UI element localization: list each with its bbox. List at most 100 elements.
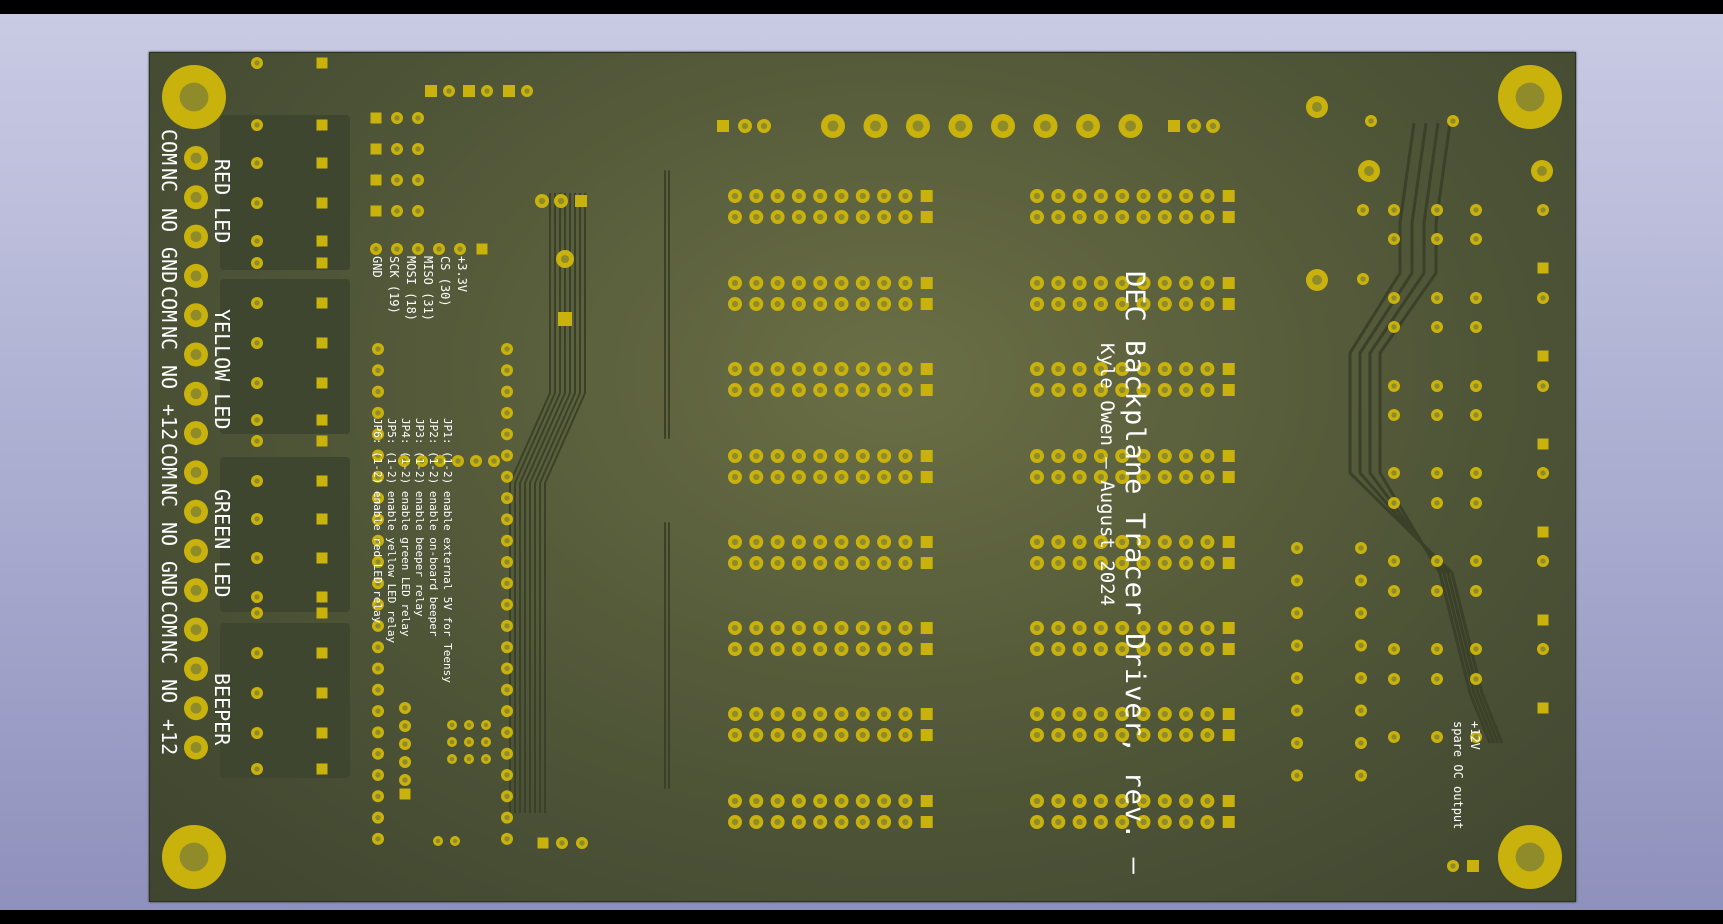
header-large-pad-hole [1125, 120, 1136, 132]
teensy-pin-label: SCK (19) [387, 256, 401, 314]
backplane-pad-hole [880, 300, 888, 308]
backplane-pad-hole [1182, 473, 1190, 481]
header-pad-square [370, 143, 382, 155]
terminal-pin-label: COM [157, 129, 181, 166]
backplane-pad-hole [1204, 386, 1211, 394]
backplane-pad-hole [1097, 559, 1105, 567]
backplane-pad-hole [1204, 279, 1211, 287]
teensy-pin-label: GND [370, 256, 384, 278]
teensy-pin-hole [504, 793, 510, 799]
terminal-pin-label: COM [157, 286, 181, 323]
relay-pad-hole [254, 238, 260, 244]
backplane-pad-hole [1119, 645, 1126, 653]
backplane-pad-square [1222, 450, 1235, 462]
relay-pad-square [316, 414, 328, 426]
backplane-pad-hole [1033, 365, 1041, 373]
teensy-pin-hole [504, 814, 510, 821]
3d-viewer-viewport[interactable]: DEC Backplane Tracer Driver, rev. – Kyle… [0, 14, 1723, 910]
backplane-pad-square [920, 795, 933, 807]
pad-hole [559, 840, 565, 846]
jumper-pad-hole [483, 739, 489, 745]
backplane-pad-hole [731, 731, 739, 739]
backplane-pad-hole [1182, 645, 1190, 653]
backplane-pad-hole [817, 710, 824, 718]
pad-hole [557, 197, 565, 205]
driver-trace [1378, 122, 1492, 744]
backplane-pad-hole [838, 645, 845, 653]
backplane-pad-hole [1033, 624, 1041, 632]
teensy-pin-hole [504, 346, 510, 352]
backplane-pad-hole [1055, 386, 1062, 394]
backplane-pad-hole [1097, 645, 1105, 653]
driver-pad-hole [1358, 707, 1364, 714]
backplane-pad-hole [774, 300, 781, 308]
teensy-pin-hole [504, 729, 510, 736]
driver-pad-hole [1391, 324, 1397, 330]
driver-pad-hole [1358, 772, 1364, 779]
backplane-pad-hole [731, 213, 739, 221]
backplane-pad-hole [774, 559, 781, 567]
backplane-pad-hole [795, 365, 803, 373]
backplane-pad-hole [1097, 710, 1105, 718]
relay-label-beeper: BEEPER [210, 673, 234, 746]
backplane-pad-square [1222, 363, 1235, 375]
mounting-hole-hole [1515, 842, 1545, 872]
driver-pad-hole [1391, 470, 1397, 476]
backplane-pad-hole [753, 365, 760, 373]
teensy-pin-hole [375, 538, 381, 544]
relay-pad-square [316, 257, 328, 269]
relay-pad-hole [254, 438, 260, 444]
teensy-pin-hole [375, 367, 381, 373]
backplane-pad-hole [795, 300, 803, 308]
jumper-pad-hole [455, 458, 461, 464]
relay-pad-hole [254, 417, 260, 423]
backplane-pad-hole [817, 559, 824, 567]
backplane-pad-hole [859, 452, 866, 460]
backplane-pad-square [1222, 536, 1235, 548]
bus-trace [544, 193, 586, 813]
backplane-pad-hole [1140, 624, 1147, 632]
teensy-pin-hole [375, 665, 381, 672]
backplane-pad-hole [859, 279, 866, 287]
teensy-pin-hole [375, 559, 381, 565]
bus-trace [529, 193, 571, 813]
terminal-pad-hole [190, 506, 202, 518]
jumper-line: JP1: (1-2) enable external 5V for Teensy [441, 418, 454, 683]
relay-pad-square [316, 591, 328, 603]
backplane-pad-square [920, 708, 933, 720]
driver-pad-hole [1434, 412, 1440, 418]
driver-pad-hole [1473, 470, 1479, 476]
relay-pad-square [316, 57, 328, 69]
backplane-pad-hole [880, 797, 888, 805]
header-pad-hole [415, 146, 421, 152]
backplane-pad-square [1222, 643, 1235, 655]
driver-pad-hole [1434, 734, 1440, 740]
driver-pad-hole [1391, 558, 1397, 564]
backplane-pad-hole [1140, 452, 1147, 460]
backplane-pad-hole [1119, 300, 1126, 308]
jumper-pad-hole [483, 756, 489, 762]
backplane-pad-hole [1097, 192, 1105, 200]
backplane-pad-hole [774, 538, 781, 546]
backplane-pad-hole [817, 300, 824, 308]
backplane-pad-hole [1140, 473, 1147, 481]
spare-output-line: spare OC output [1451, 721, 1465, 830]
backplane-pad-hole [774, 213, 781, 221]
relay-pad-hole [254, 594, 260, 600]
driver-pad-hole [1358, 740, 1364, 746]
header-pad-hole [394, 115, 400, 121]
terminal-pin-label: NC [157, 325, 181, 350]
backplane-pad-hole [1204, 645, 1211, 653]
teensy-pin-hole [504, 665, 510, 672]
backplane-pad-hole [1119, 624, 1126, 632]
driver-pad-hole [1540, 295, 1546, 301]
backplane-pad-hole [753, 710, 760, 718]
terminal-pad-hole [190, 152, 202, 164]
backplane-pad-hole [902, 710, 909, 718]
driver-pad-hole [1473, 558, 1479, 564]
backplane-pad-hole [1033, 192, 1041, 200]
backplane-pad-hole [1204, 473, 1211, 481]
driver-pad-square [1537, 262, 1549, 274]
board-title: DEC Backplane Tracer Driver, rev. – [1119, 271, 1150, 875]
backplane-pad-hole [1076, 559, 1083, 567]
